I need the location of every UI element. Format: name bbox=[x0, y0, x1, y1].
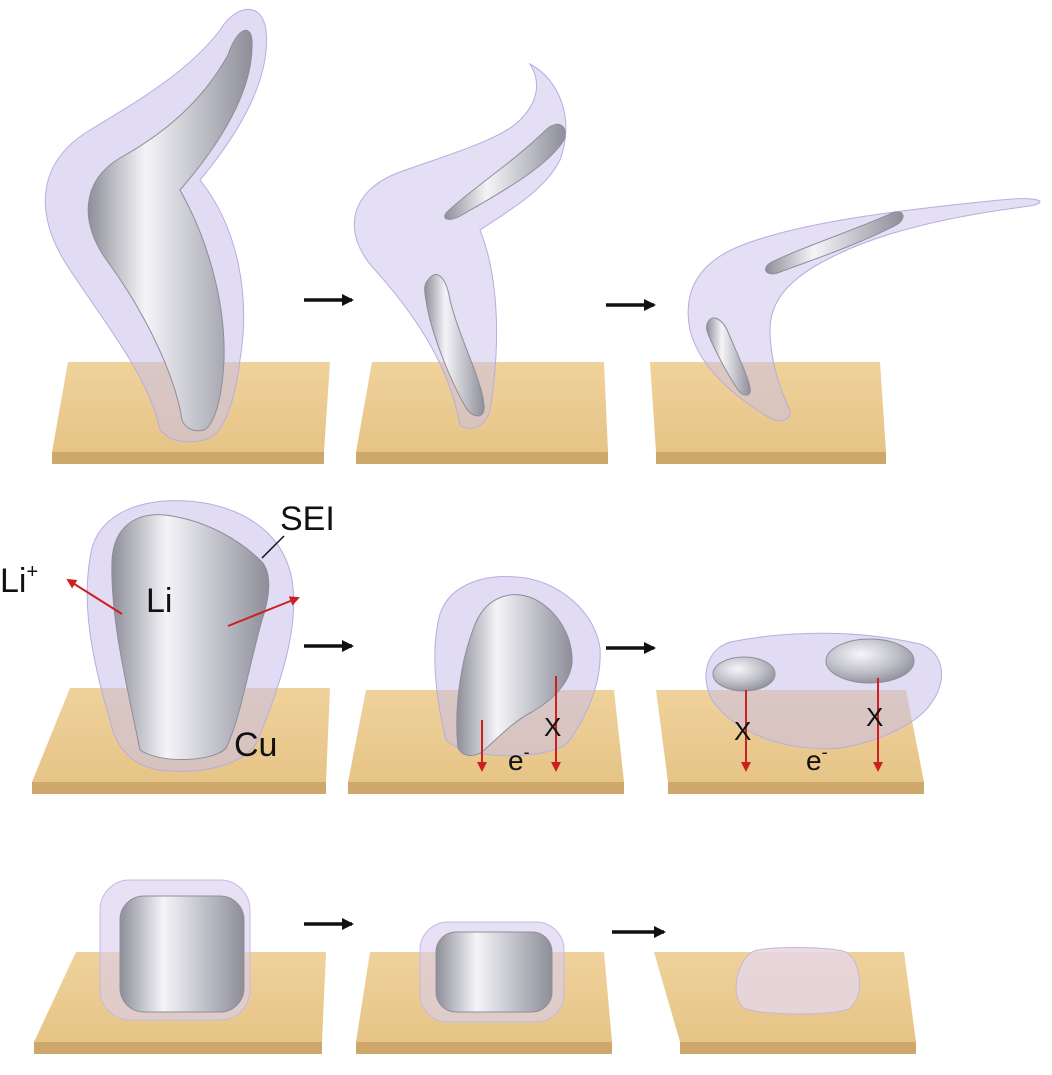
row1-panel2 bbox=[353, 62, 608, 464]
substrate-edge bbox=[680, 1042, 916, 1054]
lithium-body bbox=[456, 594, 573, 756]
electron-label-1: e- bbox=[508, 742, 530, 776]
substrate-edge bbox=[668, 782, 924, 794]
row3-panel2 bbox=[356, 921, 612, 1054]
sei-leader-line bbox=[261, 535, 285, 559]
lithium-fragment bbox=[424, 274, 485, 417]
lithium-dendrite bbox=[87, 29, 253, 432]
row2-panel1: SEI Li+ Li Cu bbox=[0, 500, 335, 794]
block-mark-3: X bbox=[866, 702, 883, 732]
lithium-block bbox=[119, 895, 245, 1013]
substrate-edge bbox=[32, 782, 326, 794]
li-ion-arrow-right bbox=[227, 596, 300, 627]
lithium-fragment bbox=[765, 211, 904, 275]
li-ion-arrow-left bbox=[66, 578, 123, 615]
electron-label-2: e- bbox=[806, 742, 828, 776]
row1-panel3 bbox=[650, 198, 1041, 464]
substrate-edge bbox=[356, 452, 608, 464]
substrate-edge bbox=[348, 782, 624, 794]
sei-shell bbox=[687, 198, 1041, 422]
li-metal-label: Li bbox=[146, 582, 172, 620]
lithium-body bbox=[111, 514, 270, 760]
lithium-block bbox=[435, 931, 553, 1013]
row-1-dendrite bbox=[44, 8, 1041, 464]
substrate-edge bbox=[656, 452, 886, 464]
cu-label: Cu bbox=[234, 726, 277, 764]
lithium-droplet bbox=[825, 638, 915, 684]
row1-panel1 bbox=[44, 8, 330, 464]
substrate-edge bbox=[34, 1042, 322, 1054]
li-ion-label: Li+ bbox=[0, 561, 38, 600]
lithium-fragment bbox=[444, 124, 566, 220]
block-mark-1: X bbox=[544, 712, 561, 742]
row2-panel2: X e- bbox=[348, 576, 624, 794]
substrate-edge bbox=[356, 1042, 612, 1054]
row-2-mossy: SEI Li+ Li Cu X e- bbox=[0, 500, 942, 794]
row3-panel3 bbox=[654, 947, 916, 1054]
sei-shell bbox=[353, 62, 567, 429]
substrate-edge bbox=[52, 452, 324, 464]
row3-panel1 bbox=[34, 879, 326, 1054]
row-3-dense bbox=[34, 879, 916, 1054]
sei-label: SEI bbox=[280, 500, 335, 538]
row2-panel3: X X e- bbox=[656, 632, 942, 794]
empty-sei-shell bbox=[735, 947, 861, 1015]
lithium-droplet bbox=[712, 656, 776, 692]
lithium-fragment bbox=[706, 317, 751, 396]
block-mark-2: X bbox=[734, 716, 751, 746]
